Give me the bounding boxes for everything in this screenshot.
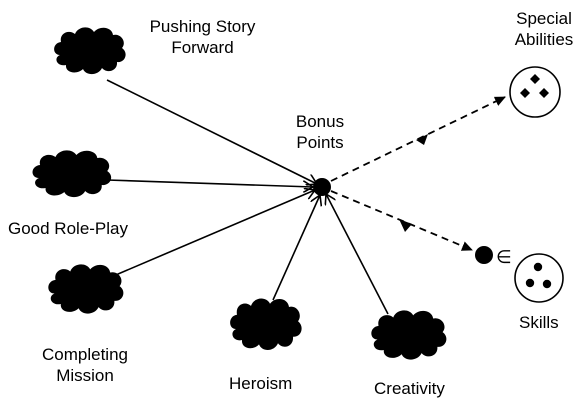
membership-symbol: ∈ <box>496 247 512 268</box>
skill-dot <box>525 278 535 288</box>
cloud-creativity <box>371 310 447 360</box>
ability-diamond <box>539 88 549 98</box>
cloud-pushing-story <box>54 27 126 75</box>
label-creativity: Creativity <box>374 379 445 398</box>
cloud-completing-mission <box>48 264 124 314</box>
edge-creativity-to-bonus <box>326 194 389 315</box>
ability-diamond <box>520 88 530 98</box>
ability-diamond <box>530 74 540 84</box>
label-completing-mission: Completing Mission <box>42 345 128 385</box>
label-pushing-story: Pushing Story Forward <box>149 17 256 57</box>
skill-dot <box>542 279 552 289</box>
edge-story-to-bonus <box>106 79 317 184</box>
mid-arrow-skills <box>399 219 412 232</box>
skill-element-dot <box>475 246 493 264</box>
label-heroism: Heroism <box>229 374 293 393</box>
skills-set <box>514 253 564 303</box>
label-skills: Skills <box>519 313 559 332</box>
skill-dot <box>533 262 543 272</box>
mid-arrow-abilities <box>416 134 428 145</box>
label-bonus-points: Bonus Points <box>295 112 345 152</box>
edge-heroism-to-bonus <box>272 195 320 301</box>
label-good-role-play: Good Role-Play <box>8 219 129 238</box>
edge-mission-to-bonus <box>103 190 315 281</box>
label-special-abilities: Special Abilities <box>514 9 574 49</box>
special-abilities-set <box>509 66 561 118</box>
bonus-points-node <box>313 178 331 196</box>
cloud-good-role-play <box>32 150 112 198</box>
edge-roleplay-to-bonus <box>106 179 313 187</box>
cloud-heroism <box>230 298 302 351</box>
